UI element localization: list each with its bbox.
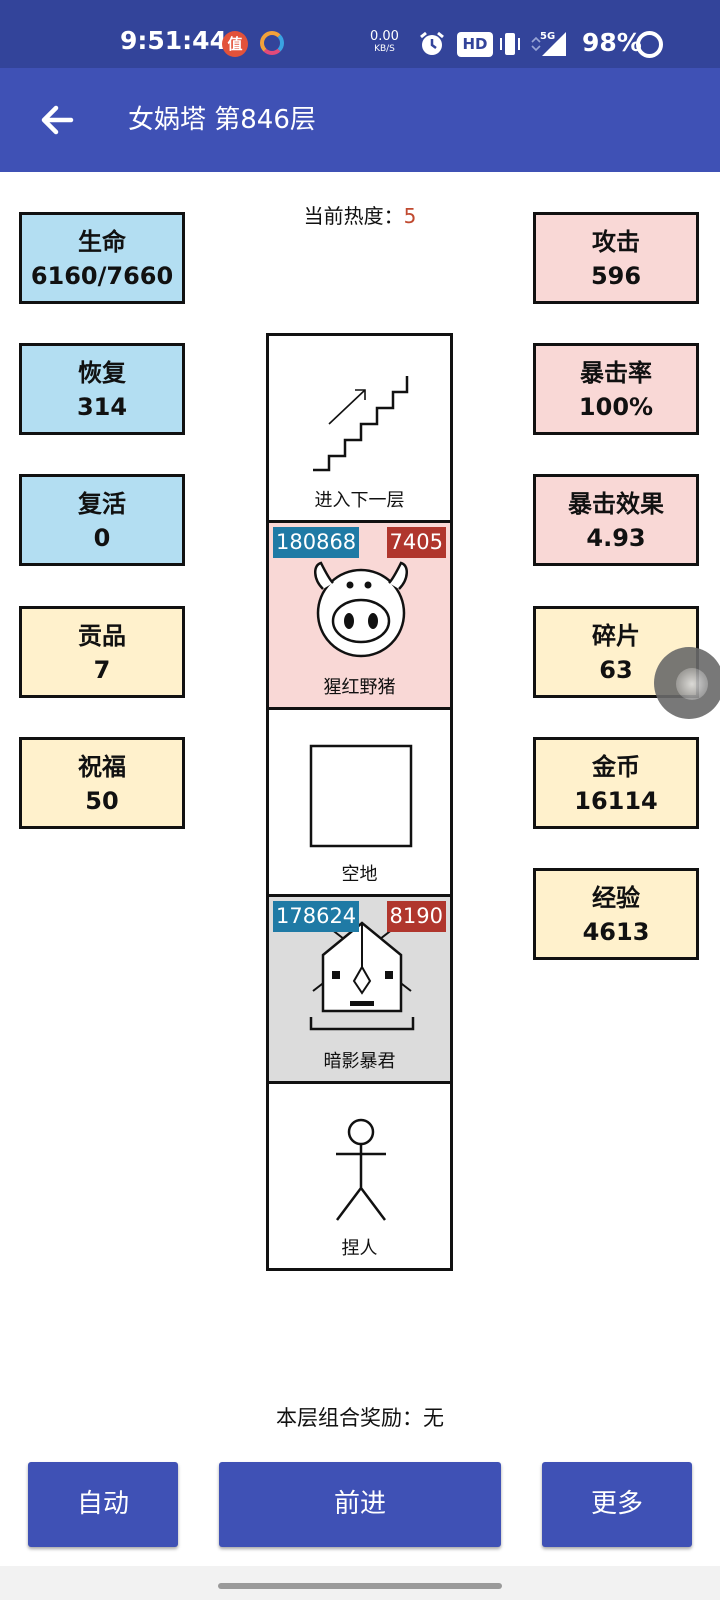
app-bar: 女娲塔 第846层 <box>0 68 720 172</box>
signal-icon: 5G <box>530 28 570 64</box>
vibrate-icon <box>498 30 522 62</box>
stat-label: 恢复 <box>78 359 126 387</box>
battery-percent: 98% <box>582 28 642 57</box>
stat-crit-effect: 暴击效果 4.93 <box>533 474 699 566</box>
floating-assistive-ball[interactable] <box>654 647 720 719</box>
stat-revive: 复活 0 <box>19 474 185 566</box>
stat-gold: 金币 16114 <box>533 737 699 829</box>
stat-experience: 经验 4613 <box>533 868 699 960</box>
tower-cell-empty[interactable]: 空地 <box>266 707 453 897</box>
stat-value: 596 <box>590 262 642 290</box>
stat-label: 经验 <box>592 884 640 912</box>
enemy-attack-badge: 8190 <box>386 901 446 932</box>
tower-cell-label: 空地 <box>341 864 378 885</box>
stat-value: 100% <box>578 393 654 421</box>
tower-cell-label: 捏人 <box>341 1238 378 1259</box>
stat-value: 7 <box>93 656 111 684</box>
stat-value: 16114 <box>574 787 658 815</box>
forward-button[interactable]: 前进 <box>219 1462 501 1547</box>
heat-label: 当前热度： <box>303 204 404 228</box>
network-speed-unit: KB/S <box>374 44 395 54</box>
home-gesture-handle[interactable] <box>218 1583 502 1589</box>
tower-cell-create-character[interactable]: 捏人 <box>266 1081 453 1271</box>
auto-button[interactable]: 自动 <box>28 1462 178 1547</box>
enemy-hp-badge: 180868 <box>273 527 360 558</box>
signal-label: 5G <box>540 31 555 42</box>
tower-cell-label: 暗影暴君 <box>323 1051 396 1072</box>
stat-value: 4.93 <box>586 524 646 552</box>
stick-figure-icon <box>336 1118 386 1221</box>
status-time: 9:51:44 <box>120 26 227 55</box>
stat-label: 复活 <box>78 490 126 518</box>
back-arrow-icon[interactable] <box>38 101 76 139</box>
enemy-hp-badge: 178624 <box>273 901 360 932</box>
alarm-icon <box>418 30 446 62</box>
hd-voice-icon: HD <box>457 32 493 57</box>
stat-label: 暴击效果 <box>568 490 664 518</box>
tower-cell-tyrant[interactable]: 178624 8190 暗影暴君 <box>266 894 453 1084</box>
tower-cell-label: 猩红野猪 <box>323 677 396 698</box>
network-speed-value: 0.00 <box>370 29 399 44</box>
app-ring-icon <box>260 31 284 55</box>
assistive-ball-icon <box>676 668 708 700</box>
stat-life: 生命 6160/7660 <box>19 212 185 304</box>
heat-value: 5 <box>403 204 417 228</box>
floor-combo-reward: 本层组合奖励：无 <box>276 1406 444 1430</box>
boar-icon <box>314 561 408 658</box>
empty-square-icon <box>309 744 413 848</box>
stat-label: 生命 <box>78 228 126 256</box>
stairs-up-icon <box>313 376 409 472</box>
network-speed: 0.00 KB/S <box>370 30 399 56</box>
system-navigation-bar <box>0 1566 720 1600</box>
page-title: 女娲塔 第846层 <box>128 105 316 135</box>
stat-label: 暴击率 <box>580 359 652 387</box>
more-button[interactable]: 更多 <box>542 1462 692 1547</box>
stat-tribute: 贡品 7 <box>19 606 185 698</box>
tower-cell-boar[interactable]: 180868 7405 猩红野猪 <box>266 520 453 710</box>
stat-label: 祝福 <box>78 753 126 781</box>
stat-value: 63 <box>599 656 633 684</box>
app-notification-icon: 值 <box>222 31 248 57</box>
stat-crit-rate: 暴击率 100% <box>533 343 699 435</box>
tower-cell-label: 进入下一层 <box>314 490 405 511</box>
stat-recovery: 恢复 314 <box>19 343 185 435</box>
stat-value: 50 <box>85 787 119 815</box>
stat-label: 贡品 <box>78 622 126 650</box>
stat-label: 攻击 <box>592 228 640 256</box>
status-bar: 9:51:44 值 0.00 KB/S HD 5G 98% <box>0 0 720 68</box>
stat-label: 碎片 <box>592 622 640 650</box>
tower-cell-next-floor[interactable]: 进入下一层 <box>266 333 453 523</box>
stat-attack: 攻击 596 <box>533 212 699 304</box>
stat-label: 金币 <box>592 753 640 781</box>
stat-value: 314 <box>76 393 128 421</box>
enemy-attack-badge: 7405 <box>386 527 446 558</box>
stat-blessing: 祝福 50 <box>19 737 185 829</box>
stat-value: 6160/7660 <box>30 262 174 290</box>
tyrant-icon <box>309 914 415 1031</box>
stat-value: 4613 <box>582 918 650 946</box>
heat-indicator: 当前热度：5 <box>0 200 720 229</box>
stat-value: 0 <box>93 524 111 552</box>
battery-icon <box>636 31 663 58</box>
